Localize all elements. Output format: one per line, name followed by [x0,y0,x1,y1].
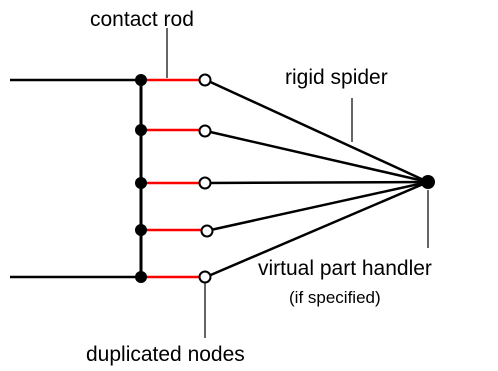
spider-leg-4 [205,180,429,233]
structure-node-4 [135,224,147,236]
structure-node-3 [135,177,147,189]
duplicated-node-5 [198,270,212,284]
spider-leg-2 [205,129,429,184]
duplicated-node-3 [198,176,212,190]
label-contact-rod: contact rod [90,8,194,31]
label-duplicated-nodes: duplicated nodes [86,343,245,366]
label-rigid-spider: rigid spider [285,66,388,89]
spider-leg-3 [205,180,429,185]
structure-node-1 [135,74,147,86]
structure-node-2 [135,124,147,136]
label-if-specified: (if specified) [289,288,381,307]
virtual-part-handler-node [421,175,435,189]
spider-leg-5 [205,180,429,279]
duplicated-node-2 [198,124,212,138]
duplicated-node-4 [200,224,214,238]
label-virtual-part-handler: virtual part handler [258,257,432,280]
spider-leg-1 [205,78,429,184]
structure-node-5 [135,271,147,283]
duplicated-node-1 [198,73,212,87]
